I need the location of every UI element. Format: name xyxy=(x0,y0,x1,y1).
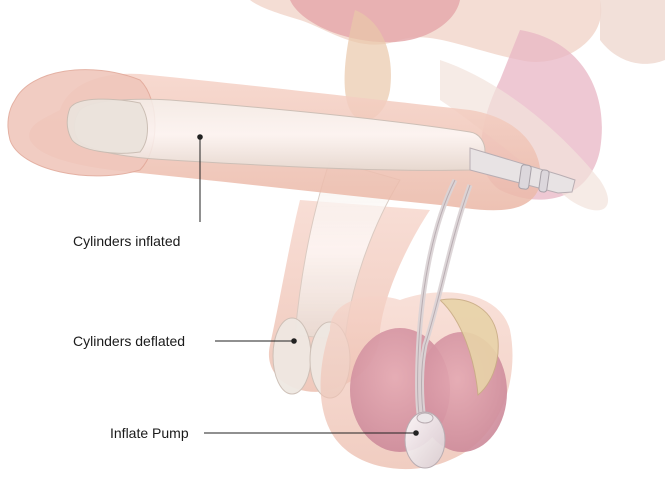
label-cylinders-inflated: Cylinders inflated xyxy=(73,233,180,249)
label-inflate-pump: Inflate Pump xyxy=(110,425,189,441)
label-cylinders-deflated: Cylinders deflated xyxy=(73,333,185,349)
leader-dot-inflated xyxy=(198,135,203,140)
pump-bulb xyxy=(405,412,445,468)
leader-dot-deflated xyxy=(292,339,297,344)
leader-dot-pump xyxy=(414,431,419,436)
